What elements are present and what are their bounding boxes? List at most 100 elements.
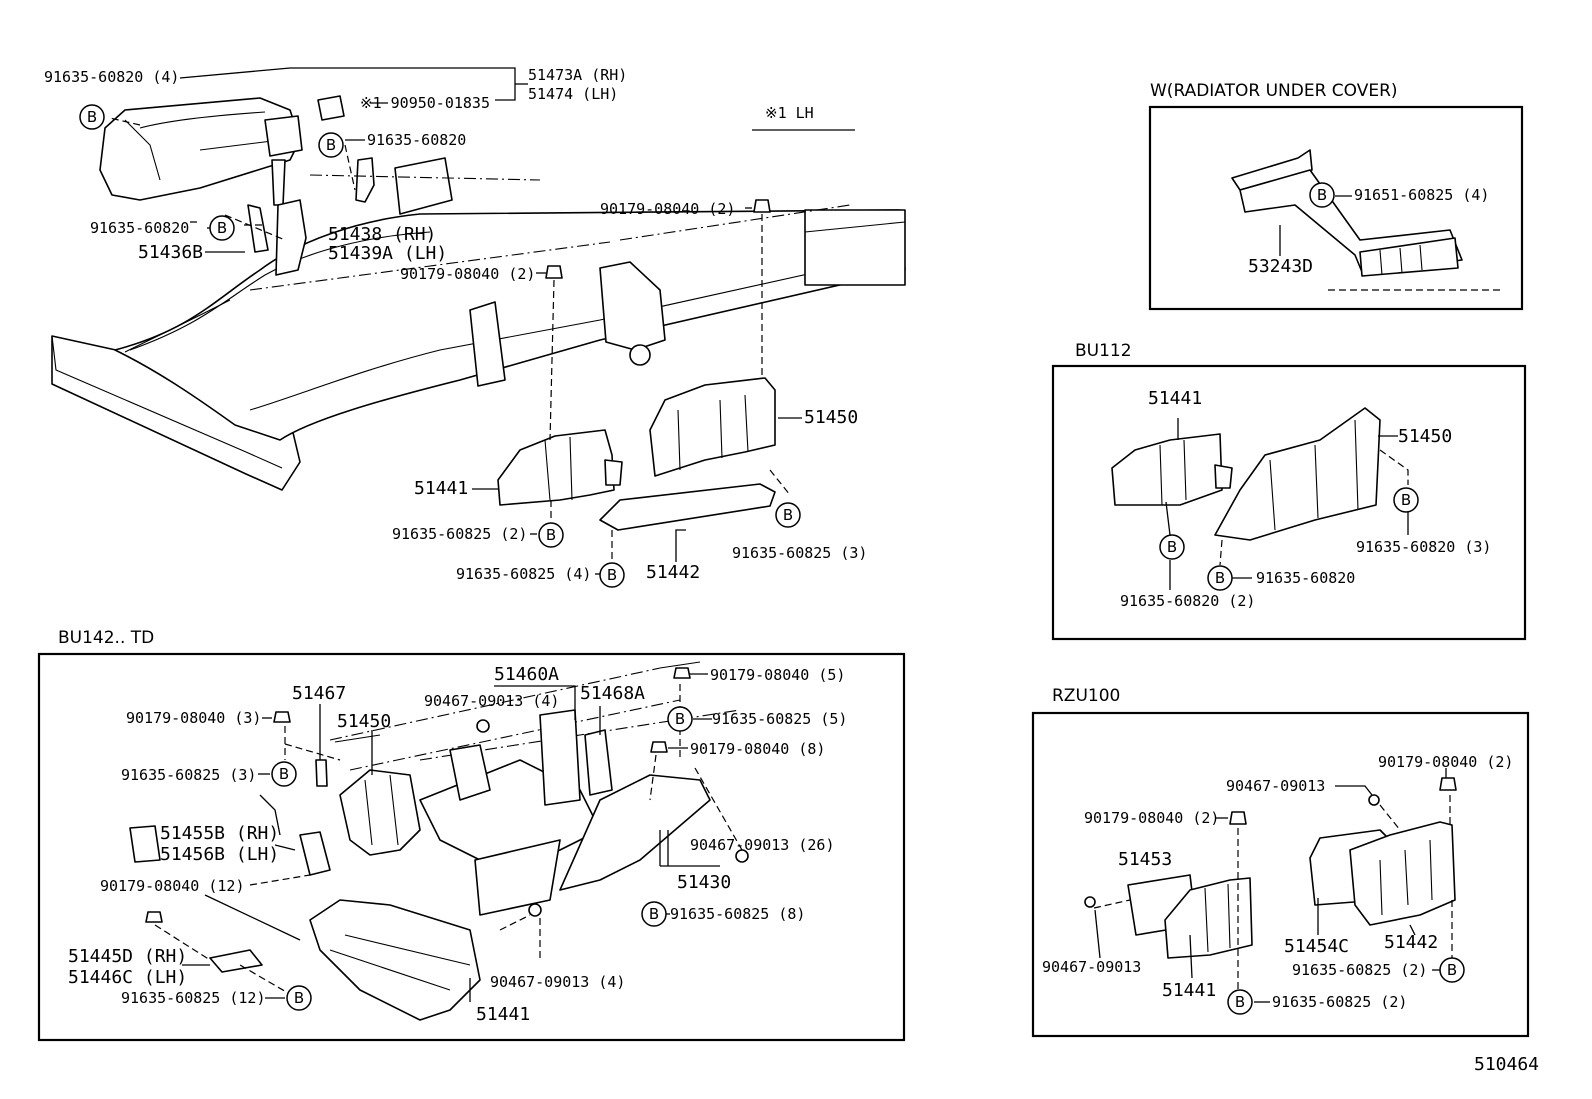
- nut-icon: [545, 199, 771, 279]
- part-label: 91635-60825 (12): [121, 989, 266, 1007]
- part-label: 90179-08040 (2): [1084, 809, 1219, 827]
- bolt-marker-letter: B: [649, 905, 659, 923]
- bolt-marker-letter: B: [1167, 538, 1177, 556]
- part-label: 90179-08040 (8): [690, 740, 825, 758]
- part-label: 51460A: [494, 664, 559, 685]
- clip-icon: [1368, 794, 1380, 806]
- part-label: 90179-08040 (3): [126, 709, 261, 727]
- panel-title: BU112: [1075, 341, 1132, 361]
- panel-frame: [1148, 105, 1524, 311]
- part-label: 51442: [646, 562, 700, 583]
- bolt-marker-letter: B: [1447, 961, 1457, 979]
- part-label: 91635-60825 (2): [392, 525, 527, 543]
- panel-frame: [1051, 364, 1527, 641]
- bolt-marker-letter: B: [1235, 993, 1245, 1011]
- splash-shield-51441: [309, 899, 481, 1021]
- part-label: 90467-09013 (4): [490, 973, 625, 991]
- panel-frame: [37, 652, 906, 1042]
- bolt-marker-icon: [271, 761, 297, 787]
- part-label: 51456B (LH): [160, 844, 279, 865]
- bolt-marker-icon: [775, 502, 801, 528]
- part-label: 51441: [1162, 980, 1216, 1001]
- bolt-marker-icon: [1309, 182, 1335, 208]
- part-label: 90467-09013 (26): [690, 836, 835, 854]
- part-label: 91635-60820: [1256, 569, 1355, 587]
- bolt-marker-icon: [1393, 487, 1419, 513]
- part-label: 51442: [1384, 932, 1438, 953]
- clip-icon: [476, 719, 490, 733]
- part-label: 91635-60825 (5): [712, 710, 847, 728]
- splash-shield-51450: [339, 769, 421, 856]
- part-label: 91635-60820 (3): [1356, 538, 1491, 556]
- under-cover-51460a: [539, 709, 581, 806]
- part-label: 91635-60820: [367, 131, 466, 149]
- bolt-marker-icon: [641, 901, 667, 927]
- bolt-marker-letter: B: [675, 710, 685, 728]
- bolt-marker-icon: [318, 132, 344, 158]
- part-label: 91635-60825 (4): [456, 565, 591, 583]
- bolt-marker-icon: [1227, 989, 1253, 1015]
- under-cover-51442: [599, 483, 776, 531]
- bolt-marker-icon: [1159, 534, 1185, 560]
- panel-title: RZU100: [1052, 686, 1120, 706]
- part-label: 91635-60825 (3): [121, 766, 256, 784]
- part-label: 91635-60820: [90, 219, 189, 237]
- bolt-marker-icon: [1439, 957, 1465, 983]
- bracket-51455b: [129, 825, 161, 863]
- part-label: 51454C: [1284, 936, 1349, 957]
- part-label: 51441: [414, 478, 468, 499]
- splash-shield-51450: [1214, 407, 1381, 541]
- splash-shield-51441: [497, 429, 615, 506]
- bolt-marker-letter: B: [1317, 186, 1327, 204]
- part-label: 51441: [476, 1004, 530, 1025]
- bolt-marker-letter: B: [1401, 491, 1411, 509]
- bolt-marker-letter: B: [87, 108, 97, 126]
- bolt-marker-icon: [79, 104, 105, 130]
- part-label: 51450: [804, 407, 858, 428]
- under-cover-51442: [1349, 821, 1456, 926]
- part-label: 51430: [677, 872, 731, 893]
- bolt-marker-icon: [209, 215, 235, 241]
- splash-shield-51441: [1111, 433, 1223, 506]
- part-label: 51455B (RH): [160, 823, 279, 844]
- part-label: 90179-08040 (12): [100, 877, 245, 895]
- part-label: 91635-60825 (8): [670, 905, 805, 923]
- splash-shield-51450: [649, 377, 776, 477]
- part-label: 51450: [1398, 426, 1452, 447]
- part-label: 51439A (LH): [328, 243, 447, 264]
- part-label: 91635-60825 (2): [1272, 993, 1407, 1011]
- nut-icon: [650, 741, 668, 753]
- bracket-51436b-body: [275, 199, 307, 276]
- part-label: 51467: [292, 683, 346, 704]
- bu112-panel: BU112 B B B 51441 51450 91635-60820 (3) …: [1051, 341, 1527, 641]
- main-view: B B B B B B 91635-60820 (4) 51473A (RH) …: [44, 66, 906, 588]
- frame-crossmember-end: [804, 209, 906, 286]
- part-label: 51445D (RH): [68, 946, 187, 967]
- part-label: 51474 (LH): [528, 85, 618, 103]
- bolt-marker-icon: [667, 706, 693, 732]
- nut-icon: [1229, 811, 1247, 825]
- part-label: 51453: [1118, 849, 1172, 870]
- bolt-marker-letter: B: [279, 765, 289, 783]
- bolt-marker-icon: [599, 562, 625, 588]
- rzu100-panel: RZU100 B B 90179-08040 (2) 90467-09013 9…: [1031, 686, 1530, 1038]
- part-label: 90467-09013: [1042, 958, 1141, 976]
- clip-icon: [528, 903, 542, 917]
- bolt-marker-letter: B: [294, 989, 304, 1007]
- plug-90950: [317, 95, 345, 121]
- part-label: 51468A: [580, 683, 645, 704]
- bolt-marker-letter: B: [783, 506, 793, 524]
- panel-title: BU142.. TD: [58, 628, 154, 648]
- nut-icon: [273, 711, 291, 723]
- bolt-marker-icon: [538, 522, 564, 548]
- part-label: 51446C (LH): [68, 967, 187, 988]
- bolt-marker-letter: B: [546, 526, 556, 544]
- under-cover-51430: [559, 774, 711, 891]
- bolt-marker-letter: B: [1215, 569, 1225, 587]
- part-label: 90179-08040 (2): [600, 200, 735, 218]
- nut-icon: [145, 911, 163, 923]
- bu142-td-panel: BU142.. TD: [37, 628, 906, 1042]
- part-label: 91635-60825 (2): [1292, 961, 1427, 979]
- part-label: 91651-60825 (4): [1354, 186, 1489, 204]
- nut-icon: [673, 667, 691, 679]
